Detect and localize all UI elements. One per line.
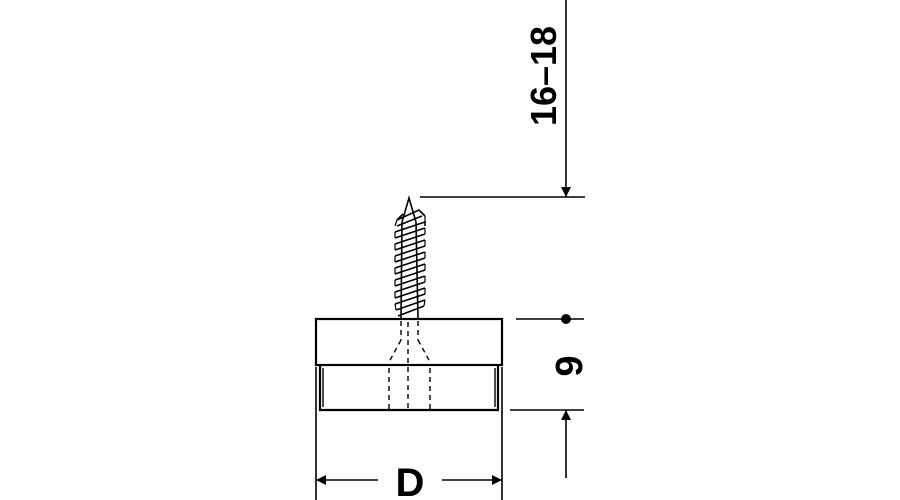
dimension-screw-length: 16–18 bbox=[420, 0, 585, 198]
hidden-bore bbox=[388, 321, 431, 412]
dimension-dot bbox=[561, 314, 571, 324]
screw bbox=[394, 195, 426, 319]
screw-thread bbox=[394, 209, 426, 317]
screw-length-label: 16–18 bbox=[523, 26, 564, 126]
height-label: 9 bbox=[549, 355, 591, 376]
dimension-height: 9 bbox=[510, 314, 591, 478]
diameter-label: D bbox=[396, 461, 425, 500]
glide-base bbox=[318, 365, 500, 412]
dimension-diameter: D bbox=[315, 367, 503, 500]
glide-body bbox=[314, 317, 504, 412]
glide-cap bbox=[314, 317, 504, 367]
screw-tip bbox=[401, 195, 417, 223]
